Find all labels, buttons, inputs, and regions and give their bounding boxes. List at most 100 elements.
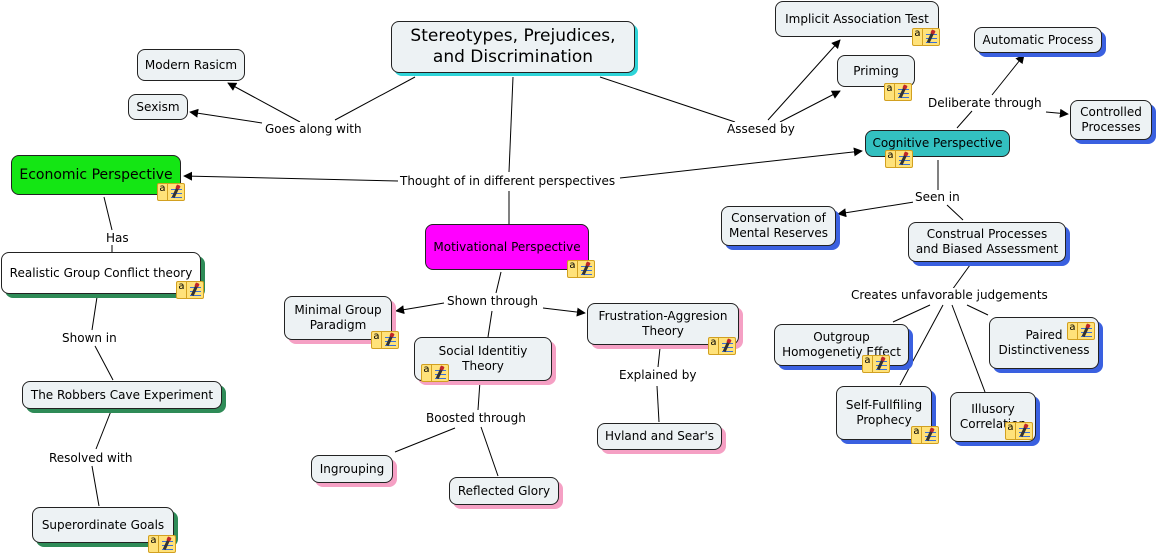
concept-iat-text: Implicit Association Test — [785, 11, 929, 26]
concept-frustration-text: Frustration-Aggresion Theory — [598, 309, 728, 338]
concept-reflected-text: Reflected Glory — [457, 483, 551, 498]
concept-hvland-text: Hvland and Sear's — [604, 429, 715, 443]
concept-controlled-processes[interactable]: Controlled Processes — [1070, 100, 1152, 140]
link-shown-through-minimal — [395, 302, 445, 315]
link-creates-paired — [966, 304, 989, 316]
concept-main-title[interactable]: Stereotypes, Prejudices, and Discriminat… — [391, 21, 635, 73]
link-label-shown-in[interactable]: Shown in — [60, 331, 119, 345]
concept-modern-racism[interactable]: Modern Rasicm — [137, 49, 245, 81]
link-deliberate-automatic — [991, 54, 1025, 96]
concept-robbers-text: The Robbers Cave Experiment — [30, 387, 214, 402]
concept-automatic-process[interactable]: Automatic Process — [974, 27, 1102, 53]
annotation-note-icon[interactable]: a — [148, 535, 176, 553]
annotation-note-icon[interactable]: a — [708, 337, 736, 355]
link-motivational-shown-through — [495, 271, 502, 294]
link-creates-self-fulfilling — [899, 304, 944, 386]
link-creates-outgroup — [892, 304, 931, 323]
note-glyph: a — [568, 261, 578, 277]
link-goes-along-sexism — [189, 108, 263, 124]
annotation-note-icon[interactable]: a — [371, 331, 399, 349]
note-glyph: a — [422, 365, 432, 381]
annotation-note-icon[interactable]: a — [1005, 422, 1033, 440]
concept-implicit-association-test[interactable]: Implicit Association Test — [775, 1, 939, 37]
concept-realistic-text: Realistic Group Conflict theory — [9, 265, 193, 280]
concept-ingrouping[interactable]: Ingrouping — [311, 455, 393, 483]
link-boosted-reflected — [480, 426, 499, 477]
concept-motivational-text: Motivational Perspective — [433, 239, 581, 254]
annotation-note-icon[interactable]: a — [912, 28, 940, 46]
note-glyph: a — [177, 282, 187, 298]
link-assesed-priming — [779, 90, 841, 123]
link-resolved-superordinate — [91, 465, 100, 507]
link-creates-illusory — [951, 304, 986, 393]
concept-motivational-perspective[interactable]: Motivational Perspective — [425, 224, 589, 270]
note-glyph: a — [158, 184, 168, 200]
link-label-explained-by[interactable]: Explained by — [617, 368, 699, 382]
concept-hvland-sears[interactable]: Hvland and Sear's — [597, 423, 722, 450]
concept-ingrouping-text: Ingrouping — [319, 461, 385, 476]
concept-priming-text: Priming — [853, 63, 899, 78]
link-label-boosted-through[interactable]: Boosted through — [424, 411, 528, 425]
link-shown-in-robbers — [94, 345, 114, 381]
link-shown-through-social — [487, 310, 493, 338]
concept-controlled-text: Controlled Processes — [1080, 105, 1142, 134]
link-cognitive-deliberate — [956, 110, 973, 129]
link-assesed-iat — [767, 39, 841, 121]
concept-minimal-text: Minimal Group Paradigm — [294, 303, 382, 332]
link-frustration-explained — [657, 347, 661, 368]
concept-priming[interactable]: Priming — [837, 55, 915, 87]
concept-realistic-group-conflict[interactable]: Realistic Group Conflict theory — [1, 252, 201, 294]
link-realistic-shown-in — [91, 296, 98, 331]
concept-construal-text: Construal Processes and Biased Assessmen… — [915, 227, 1059, 256]
link-label-resolved-with[interactable]: Resolved with — [47, 451, 135, 465]
note-glyph: a — [886, 151, 896, 167]
link-main-goes-along — [334, 76, 416, 121]
concept-main-title-text: Stereotypes, Prejudices, and Discriminat… — [410, 26, 616, 67]
annotation-note-icon[interactable]: a — [885, 150, 913, 168]
annotation-note-icon[interactable]: a — [567, 260, 595, 278]
link-label-assesed-by[interactable]: Assesed by — [725, 122, 797, 136]
link-robbers-resolved — [95, 410, 112, 450]
concept-paired-text: Paired Distinctiveness — [998, 328, 1090, 357]
annotation-note-icon[interactable]: a — [911, 426, 939, 444]
annotation-note-icon[interactable]: a — [157, 183, 185, 201]
concept-conservation-text: Conservation of Mental Reserves — [728, 211, 829, 240]
link-shown-through-frustration — [542, 307, 586, 317]
link-label-has[interactable]: Has — [104, 231, 131, 245]
note-glyph: a — [372, 332, 382, 348]
concept-robbers-cave[interactable]: The Robbers Cave Experiment — [22, 381, 222, 409]
concept-modern-racism-text: Modern Rasicm — [144, 57, 238, 72]
link-seen-in-construal — [946, 204, 964, 221]
note-glyph: a — [863, 356, 873, 372]
link-label-seen-in[interactable]: Seen in — [913, 190, 962, 204]
note-glyph: a — [1068, 323, 1078, 339]
annotation-note-icon[interactable]: a — [862, 355, 890, 373]
concept-sexism[interactable]: Sexism — [128, 94, 188, 120]
link-label-goes-along-with[interactable]: Goes along with — [263, 122, 364, 136]
annotation-note-icon[interactable]: a — [884, 83, 912, 101]
link-label-deliberate-through[interactable]: Deliberate through — [926, 96, 1044, 110]
link-label-thought-of[interactable]: Thought of in different perspectives — [398, 174, 618, 188]
concept-conservation-mental-reserves[interactable]: Conservation of Mental Reserves — [721, 206, 836, 246]
link-main-assesed — [599, 76, 736, 123]
link-explained-hvland — [656, 385, 660, 423]
concept-construal-processes[interactable]: Construal Processes and Biased Assessmen… — [908, 222, 1066, 262]
concept-economic-text: Economic Perspective — [19, 166, 173, 183]
link-social-boosted — [477, 380, 481, 411]
concept-superordinate-text: Superordinate Goals — [41, 517, 165, 532]
link-label-shown-through[interactable]: Shown through — [445, 294, 540, 308]
annotation-note-icon[interactable]: a — [421, 364, 449, 382]
concept-reflected-glory[interactable]: Reflected Glory — [449, 477, 559, 505]
concept-cognitive-text: Cognitive Perspective — [872, 136, 1003, 150]
link-label-creates-unfavorable[interactable]: Creates unfavorable judgements — [849, 288, 1050, 302]
concept-economic-perspective[interactable]: Economic Perspective — [11, 155, 181, 195]
link-deliberate-controlled — [1045, 108, 1069, 118]
link-thought-cognitive — [619, 147, 863, 179]
note-glyph: a — [885, 84, 895, 100]
note-glyph: a — [913, 29, 923, 45]
link-seen-in-conservation — [837, 201, 915, 218]
concept-self-fulfilling-text: Self-Fullfiling Prophecy — [845, 398, 923, 427]
annotation-note-icon[interactable]: a — [176, 281, 204, 299]
annotation-note-icon[interactable]: a — [1067, 322, 1095, 340]
concept-sexism-text: Sexism — [136, 99, 180, 114]
